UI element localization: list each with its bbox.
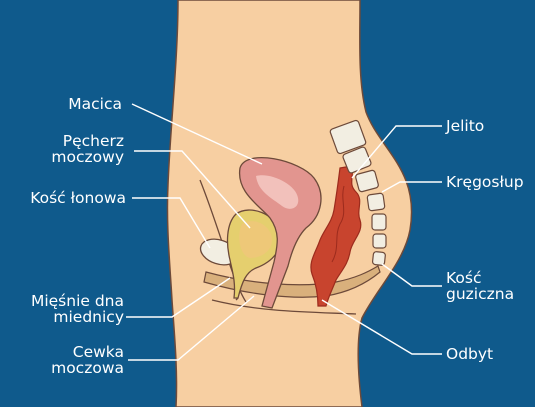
vertebra-7 <box>372 251 385 265</box>
vertebra-4 <box>367 193 385 211</box>
label-macica: Macica <box>50 96 122 112</box>
label-cewka-moczowa: Cewka moczowa <box>30 344 124 376</box>
label-jelito: Jelito <box>446 118 484 134</box>
label-kosc-lonowa: Kość łonowa <box>0 190 126 206</box>
label-kosc-guziczna: Kość guziczna <box>446 270 514 302</box>
label-pecherz-moczowy: Pęcherz moczowy <box>30 133 124 165</box>
vertebra-6 <box>373 234 386 248</box>
label-miesnie-dna-miednicy: Mięśnie dna miednicy <box>0 293 124 325</box>
label-kregoslup: Kręgosłup <box>446 174 524 190</box>
vertebra-5 <box>372 214 386 230</box>
label-odbyt: Odbyt <box>446 346 493 362</box>
